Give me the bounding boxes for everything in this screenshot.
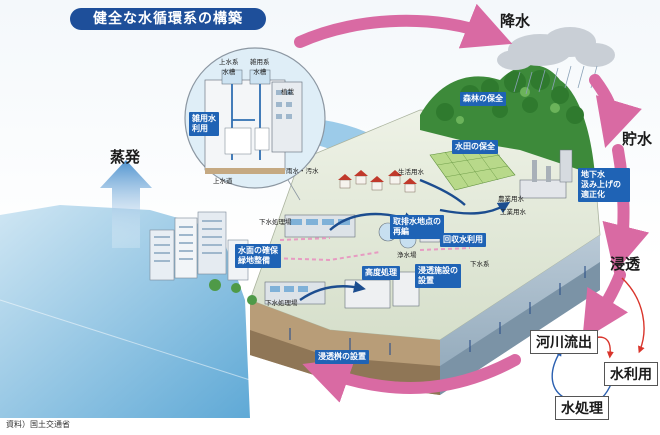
text-industrial: 工業用水 [500,208,526,216]
dashed-pink-flows [269,237,471,262]
sewage-plant-lower [264,271,420,309]
label-misc-use: 雑用水 利用 [189,112,219,136]
factory [519,149,573,199]
cycle-label-treatment: 水処理 [555,396,609,420]
city [149,211,257,305]
text-domestic: 生活用水 [398,168,424,176]
text-tank-upper: 上水系 水槽 [219,58,239,76]
cycle-label-precipitation: 降水 [500,12,531,30]
sewage-plant-upper [284,214,356,238]
label-advanced: 高度処理 [362,266,400,280]
text-tap: 上水道 [213,177,233,185]
text-agri: 農業用水 [498,195,524,203]
cloud [497,27,615,70]
label-recycled: 回収水利用 [440,233,486,247]
text-sewer: 下水系 [470,260,490,268]
cycle-label-evaporation: 蒸発 [110,148,141,166]
text-tank-misc: 雑用系 水槽 [250,58,270,76]
cycle-label-storage: 貯水 [622,130,653,148]
text-sewage-2: 下水処理場 [265,299,298,307]
flow-arrows [299,178,511,301]
cycle-label-infiltration: 浸透 [610,255,641,273]
building-detail-inset [184,47,326,201]
label-trench: 浸透桝の設置 [315,350,369,364]
evaporation-arrow [100,160,152,248]
text-sewage-1: 下水処理場 [259,218,292,226]
houses [338,170,417,193]
diagram-title: 健全な水循環系の構築 [70,8,266,30]
label-facility: 浸透施設の 設置 [415,264,461,288]
cycle-arrows [294,3,650,403]
label-groundwater: 地下水 汲み上げの 適正化 [578,168,630,202]
cycle-label-water-use: 水利用 [604,362,658,386]
cycle-label-runoff: 河川流出 [530,330,598,354]
text-purification: 浄水場 [397,251,417,259]
label-forest: 森林の保全 [460,92,506,106]
label-paddy: 水田の保全 [452,140,498,154]
label-greening: 水面の確保 緑地整備 [235,244,281,268]
source-note: 資料）国土交通省 [6,420,70,429]
text-rain-sewer: 雨水・汚水 [286,167,319,175]
label-intake: 取排水地点の 再編 [390,215,444,239]
red-arrow-to-wateruse [621,277,645,354]
text-filter: 植栽 [281,88,294,96]
blue-arrow-treatment-runoff [551,348,566,399]
